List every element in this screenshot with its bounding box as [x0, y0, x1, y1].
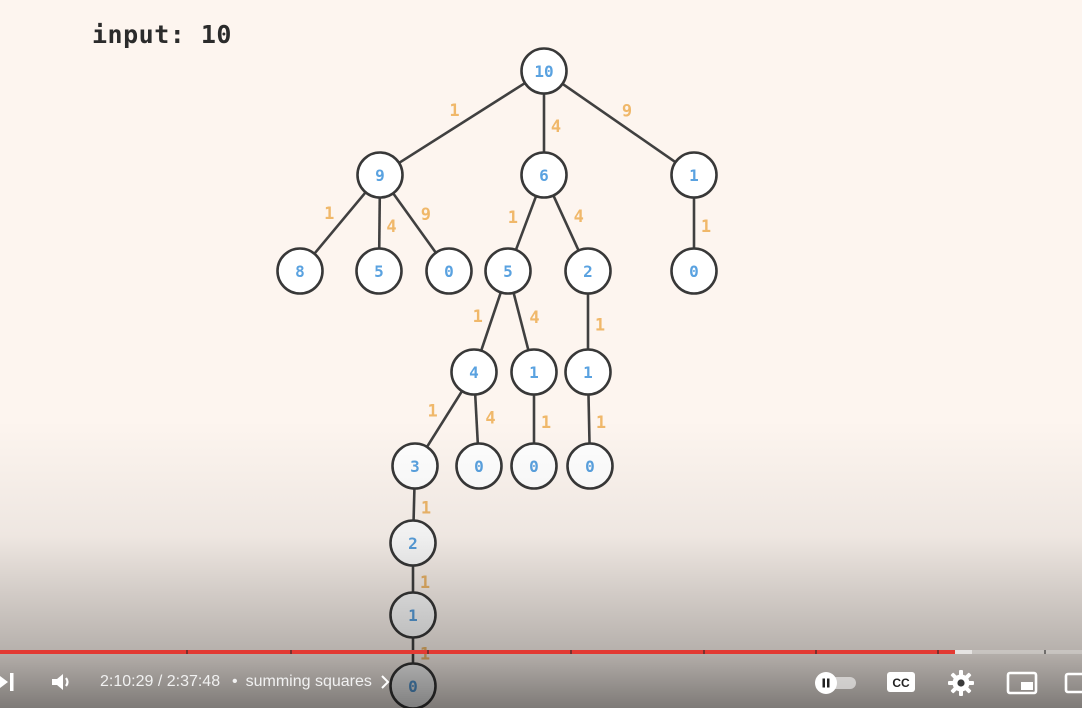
tree-node	[564, 348, 612, 396]
tree-edge	[398, 81, 526, 165]
node-value: 1	[408, 606, 418, 625]
node-value: 0	[689, 262, 699, 281]
tree-node	[355, 247, 403, 295]
edge-label: 4	[386, 217, 396, 237]
next-icon[interactable]	[0, 671, 16, 693]
node-value: 5	[503, 262, 513, 281]
tree-edge	[561, 82, 677, 164]
tree-edge	[313, 191, 367, 255]
tree-edge	[514, 195, 538, 251]
edge-label: 4	[529, 308, 539, 328]
chapter-marker	[427, 650, 430, 654]
input-label: input: 10	[92, 20, 232, 49]
tree-node	[670, 151, 718, 199]
tree-node	[356, 151, 404, 199]
cc-icon[interactable]: CC	[886, 670, 916, 694]
edge-label: 1	[449, 101, 459, 121]
node-value: 1	[529, 363, 539, 382]
edge-label: 1	[596, 413, 606, 433]
chapter-button[interactable]: • summing squares	[232, 673, 390, 691]
tree-node	[484, 247, 532, 295]
edge-label: 1	[701, 217, 711, 237]
edge-label: 9	[421, 205, 431, 225]
tree-node	[520, 47, 568, 95]
volume-icon[interactable]	[50, 671, 72, 693]
tree-edge	[552, 194, 580, 252]
time-display: 2:10:29 / 2:37:48	[100, 673, 221, 690]
progress-played	[0, 650, 956, 654]
progress-bar[interactable]	[0, 650, 1082, 654]
tree-edge	[392, 192, 437, 254]
edge-label: 1	[595, 316, 605, 336]
node-value: 0	[529, 457, 539, 476]
gear-icon[interactable]	[947, 669, 975, 697]
node-value: 9	[375, 166, 385, 185]
edge-label: 9	[622, 101, 632, 121]
theater-icon[interactable]	[1064, 671, 1082, 695]
chapter-marker	[570, 650, 573, 654]
chapter-separator: •	[232, 673, 238, 690]
tree-edge	[412, 488, 416, 521]
node-value: 0	[444, 262, 454, 281]
chapter-marker	[937, 650, 939, 654]
node-value: 0	[585, 457, 595, 476]
edge-label: 1	[421, 499, 431, 519]
chapter-marker	[289, 650, 292, 654]
cc-label: CC	[892, 676, 910, 690]
tree-node	[425, 247, 473, 295]
node-value: 5	[374, 262, 384, 281]
tree-node	[564, 247, 612, 295]
edge-label: 1	[473, 307, 483, 327]
edge-label: 1	[541, 413, 551, 433]
chevron-right-icon	[381, 675, 390, 689]
node-value: 4	[469, 363, 479, 382]
tree-node	[670, 247, 718, 295]
tree-edge	[512, 292, 530, 351]
node-value: 1	[689, 166, 699, 185]
edge-label: 1	[324, 204, 334, 224]
edge-label: 4	[574, 207, 584, 227]
chapter-title: summing squares	[245, 673, 372, 690]
node-value: 10	[534, 62, 553, 81]
chapter-marker	[703, 650, 706, 654]
edge-label: 1	[428, 402, 438, 422]
edge-label: 1	[420, 573, 430, 593]
tree-node	[520, 151, 568, 199]
node-value: 0	[474, 457, 484, 476]
tree-edge	[377, 197, 382, 249]
chapter-marker	[1044, 650, 1047, 654]
miniplayer-icon[interactable]	[1006, 671, 1038, 695]
node-value: 8	[295, 262, 305, 281]
tree-edge	[473, 394, 480, 444]
tree-edge	[587, 394, 591, 444]
tree-edge	[479, 291, 503, 352]
node-value: 2	[583, 262, 593, 281]
chapter-marker	[186, 650, 189, 654]
tree-node	[450, 348, 498, 396]
node-value: 2	[408, 534, 418, 553]
node-value: 6	[539, 166, 549, 185]
tree-node	[276, 247, 324, 295]
edge-label: 4	[551, 117, 561, 137]
edge-label: 1	[508, 208, 518, 228]
edge-label: 4	[485, 408, 495, 428]
autoplay-toggle-icon[interactable]	[814, 671, 858, 695]
player-controls: 2:10:29 / 2:37:48 • summing squares CC	[0, 656, 1082, 708]
node-value: 3	[410, 457, 420, 476]
tree-node	[510, 348, 558, 396]
chapter-marker	[814, 650, 817, 654]
node-value: 1	[583, 363, 593, 382]
